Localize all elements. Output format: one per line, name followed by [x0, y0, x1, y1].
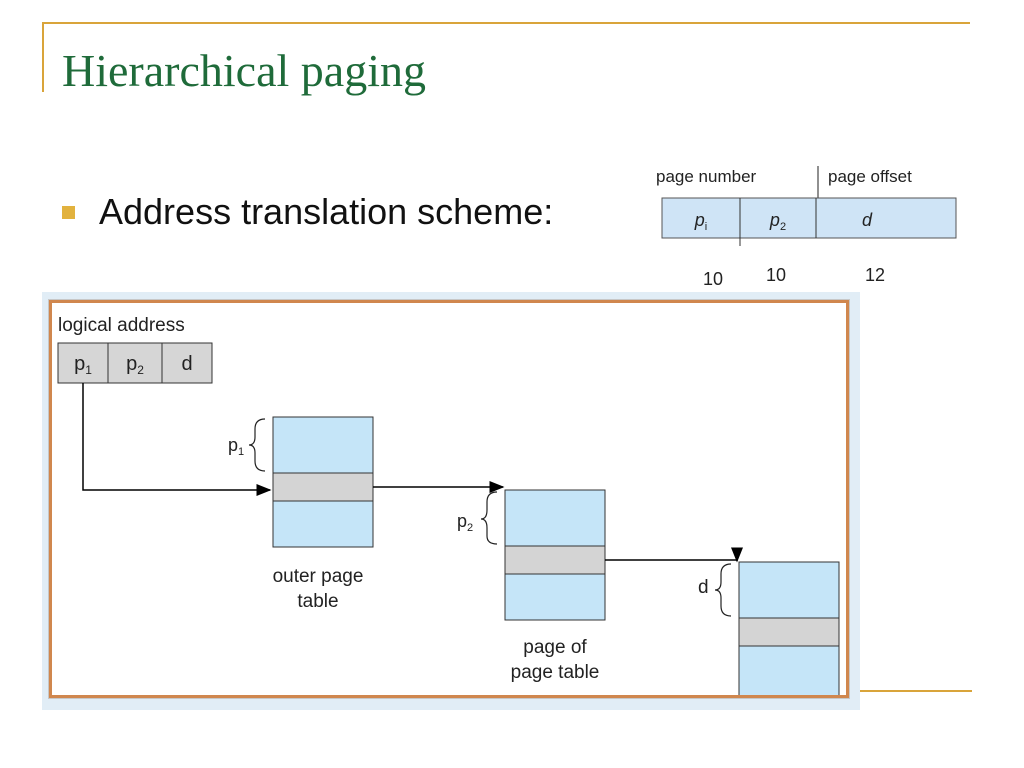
inner-to-page-arrow [605, 547, 743, 563]
outer-index-brace [248, 418, 266, 472]
logical-field-p2-base: p [126, 353, 137, 375]
address-field-bar [661, 197, 957, 239]
p1-arrow [82, 383, 272, 496]
outer-index-label-sub: 1 [238, 446, 244, 458]
logical-address-label: logical address [58, 315, 185, 336]
logical-field-d: d [181, 353, 192, 375]
translation-diagram-svg: logical address p1 p2 d p1 outer page ta… [57, 315, 840, 695]
page-of-page-table-entry [504, 545, 606, 575]
page-offset-header: page offset [828, 167, 912, 186]
slide-title: Hierarchical paging [62, 45, 426, 96]
offset-index-label: d [698, 577, 709, 598]
footer-accent-line [858, 690, 972, 692]
page-of-page-table-label-line2: page table [511, 662, 600, 683]
field-p-inner-base: p [769, 210, 780, 230]
bullet-text: Address translation scheme: [99, 191, 554, 232]
bullet-item: Address translation scheme: [62, 190, 634, 234]
field-p-outer-sub: i [705, 221, 707, 233]
diagram-frame: logical address p1 p2 d p1 outer page ta… [48, 299, 850, 699]
bullet-marker [62, 205, 75, 219]
logical-field-p2: p2 [126, 353, 144, 377]
address-format-svg: page number page offset pi p2 d 10 10 12 [656, 166, 957, 289]
logical-address-box [57, 342, 213, 384]
outer-page-table-label-line1: outer page [273, 566, 364, 587]
outer-index-label-base: p [228, 435, 238, 455]
logical-field-p1: p1 [74, 353, 92, 377]
logical-field-p2-sub: 2 [137, 363, 144, 377]
field-p-inner-sub: 2 [780, 221, 786, 233]
inner-index-brace [480, 491, 498, 545]
title-accent-vertical-line [42, 22, 44, 92]
field-p-outer-base: p [694, 210, 705, 230]
outer-page-table-label-line2: table [297, 591, 338, 612]
logical-field-p1-base: p [74, 353, 85, 375]
bits-p-inner: 10 [766, 265, 786, 285]
outer-page-table-entry [272, 472, 374, 502]
desired-page-entry [738, 617, 840, 647]
bits-offset: 12 [865, 265, 885, 285]
logical-field-p1-sub: 1 [85, 363, 92, 377]
page-number-header: page number [656, 167, 757, 186]
bits-p-outer: 10 [703, 269, 723, 289]
field-p-inner: p2 [769, 210, 786, 233]
inner-index-label: p2 [457, 511, 473, 534]
address-format-figure: page number page offset pi p2 d 10 10 12 [632, 158, 972, 298]
outer-index-label: p1 [228, 435, 244, 458]
title-accent-horizontal-line [42, 22, 970, 24]
field-offset-d: d [862, 210, 873, 230]
inner-index-label-sub: 2 [467, 522, 473, 534]
page-of-page-table-label-line1: page of [523, 637, 587, 658]
field-p-outer: pi [694, 210, 707, 233]
offset-brace [714, 563, 732, 617]
inner-index-label-base: p [457, 511, 467, 531]
